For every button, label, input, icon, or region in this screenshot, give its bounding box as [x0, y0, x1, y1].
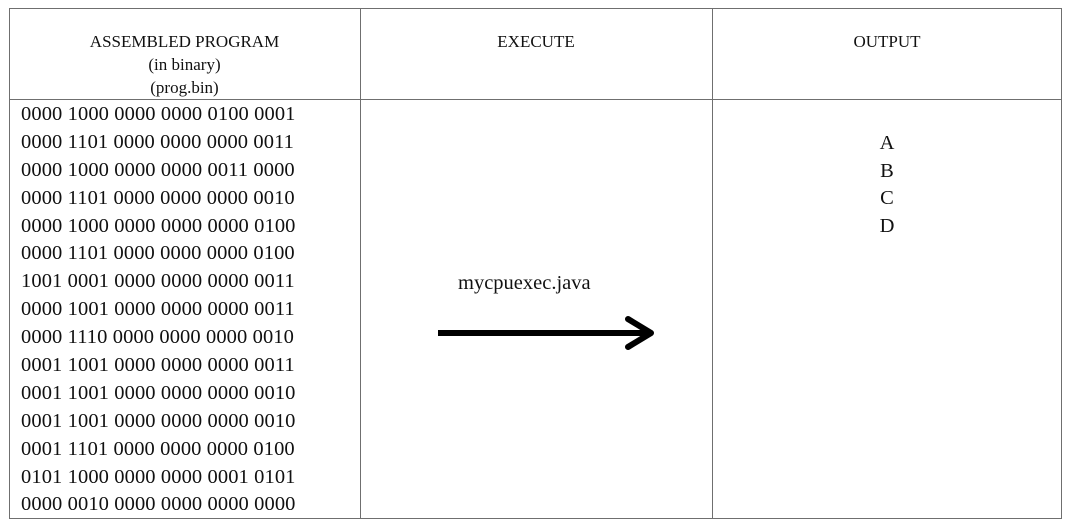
- header-filename: (prog.bin): [150, 78, 219, 97]
- assembled-program-binary: 0000 1000 0000 0000 0100 0001 0000 1101 …: [21, 101, 357, 519]
- binary-line: 0000 1101 0000 0000 0000 0011: [21, 130, 295, 153]
- output-line: D: [879, 215, 895, 238]
- execute-program-label: mycpuexec.java: [458, 272, 591, 294]
- execute-header: EXECUTE: [360, 30, 712, 53]
- header-divider: [9, 99, 1062, 100]
- binary-line: 0000 1000 0000 0000 0000 0100: [21, 214, 296, 237]
- binary-line: 0000 1110 0000 0000 0000 0010: [21, 326, 295, 349]
- binary-line: 0000 1001 0000 0000 0000 0011: [21, 298, 295, 321]
- output-line: A: [879, 132, 895, 154]
- binary-line: 0101 1000 0000 0000 0001 0101: [21, 465, 296, 488]
- program-execution-table: [9, 8, 1062, 519]
- program-output: A B C D: [855, 130, 919, 241]
- right-arrow-icon: [438, 316, 654, 350]
- binary-line: 1001 0001 0000 0000 0000 0011: [21, 270, 295, 293]
- binary-line: 0001 1001 0000 0000 0000 0010: [21, 381, 296, 404]
- output-line: C: [880, 187, 894, 210]
- binary-line: 0000 1101 0000 0000 0000 0100: [21, 242, 295, 265]
- binary-line: 0001 1001 0000 0000 0000 0010: [21, 409, 296, 432]
- binary-line: 0001 1101 0000 0000 0000 0100: [21, 437, 295, 460]
- header-subtitle: (in binary): [148, 55, 221, 74]
- header-title: ASSEMBLED PROGRAM: [89, 32, 280, 51]
- binary-line: 0001 1001 0000 0000 0000 0011: [21, 354, 295, 377]
- output-line: B: [880, 159, 894, 182]
- binary-line: 0000 1000 0000 0000 0100 0001: [21, 103, 296, 125]
- binary-line: 0000 1000 0000 0000 0011 0000: [21, 158, 295, 181]
- header-title: EXECUTE: [497, 32, 575, 51]
- header-title: OUTPUT: [853, 32, 921, 51]
- output-header: OUTPUT: [712, 30, 1062, 53]
- assembled-program-header: ASSEMBLED PROGRAM (in binary) (prog.bin): [9, 30, 360, 99]
- column-divider-program-execute: [360, 8, 361, 519]
- binary-line: 0000 1101 0000 0000 0000 0010: [21, 186, 295, 209]
- column-divider-execute-output: [712, 8, 713, 519]
- binary-line: 0000 0010 0000 0000 0000 0000: [21, 493, 296, 516]
